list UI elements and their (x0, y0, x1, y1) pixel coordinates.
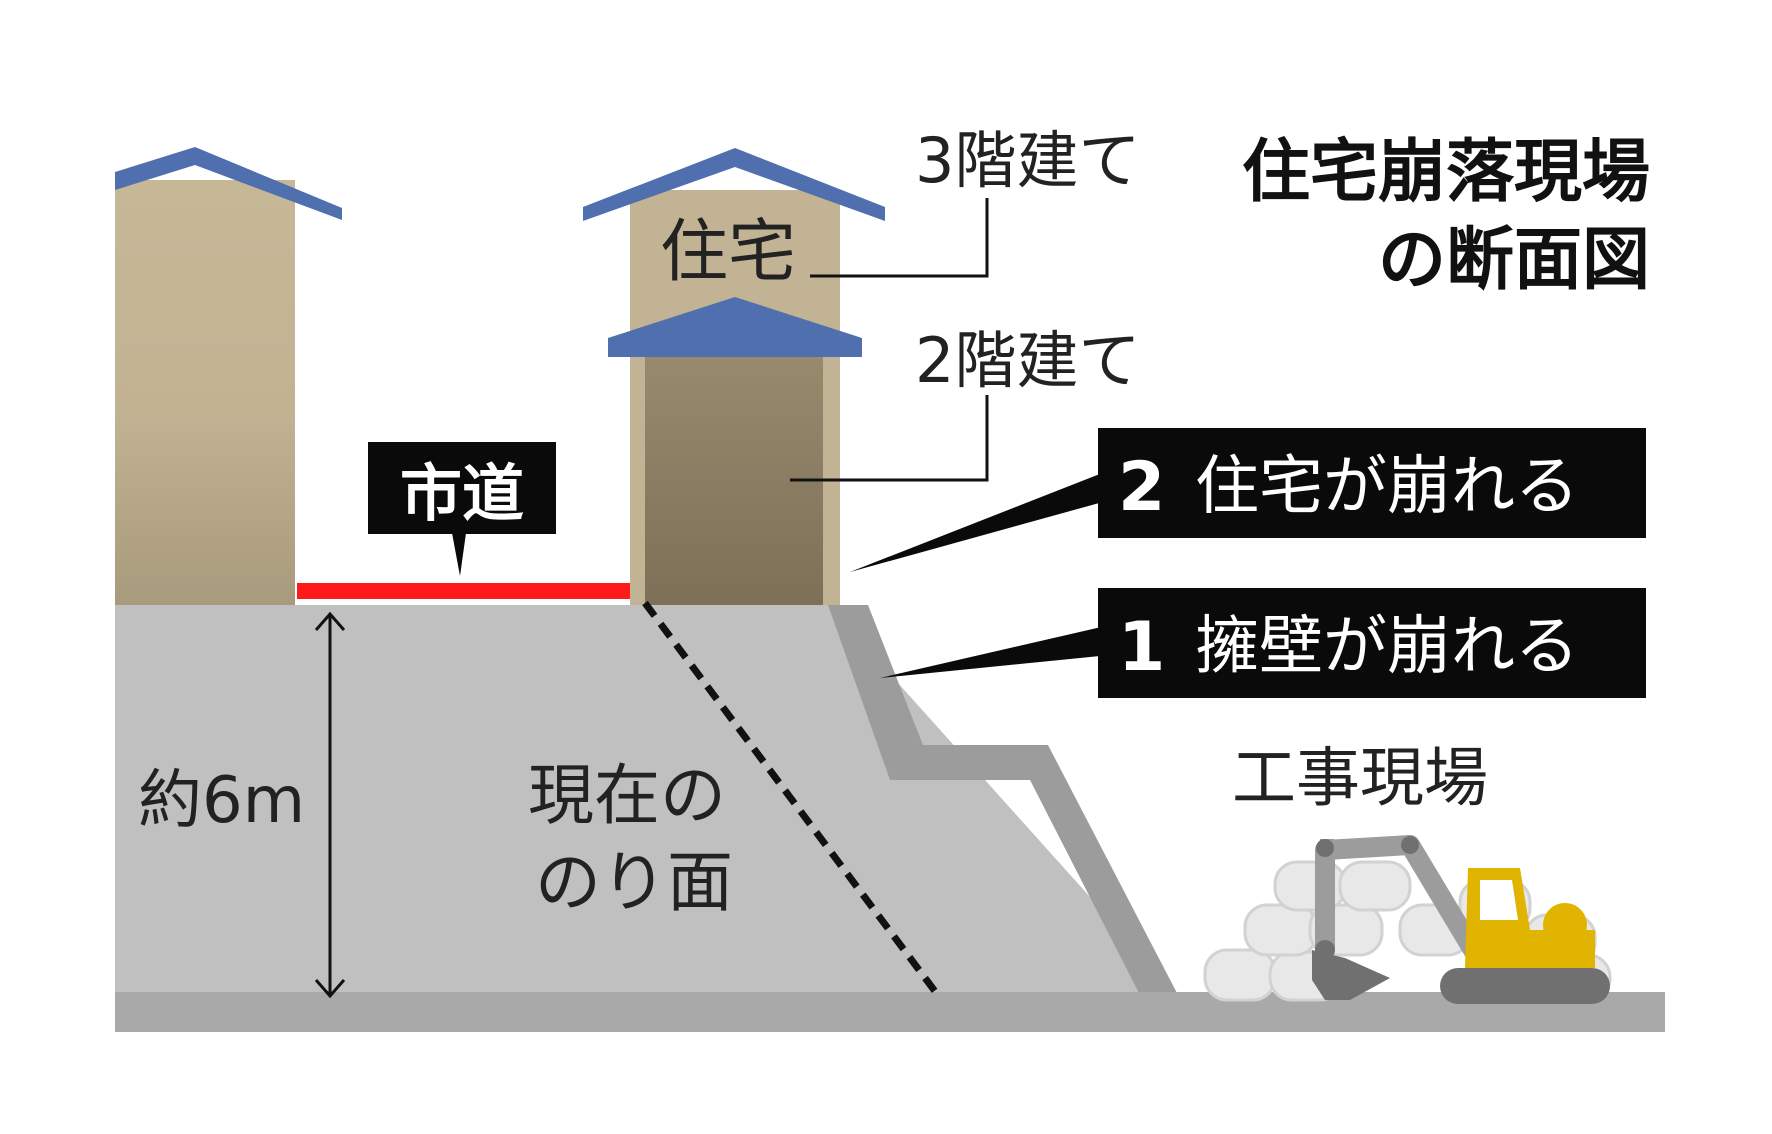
step2-callout-pointer (850, 470, 1110, 572)
height-label: 約6m (138, 764, 305, 838)
step1-text: 擁壁が崩れる (1195, 610, 1579, 684)
three-story-house-roof (583, 148, 885, 221)
excavator-icon (1312, 835, 1610, 1004)
excavator-track (1440, 968, 1610, 1004)
excavator-boom (1315, 835, 1491, 971)
house-label: 住宅 (660, 213, 796, 292)
step2-number: 2 (1118, 448, 1165, 527)
step2-text: 住宅が崩れる (1195, 450, 1579, 524)
city-road-line (297, 583, 630, 599)
two-story-leader (790, 395, 989, 482)
left-house-roof (115, 147, 342, 220)
city-road-label: 市道 (400, 457, 524, 530)
slope-label-line-1: 現在の (528, 757, 726, 834)
left-house-body (115, 180, 295, 605)
three-story-leader (810, 198, 989, 278)
two-story-house-roof (608, 297, 862, 357)
title-line-2: の断面図 (1378, 221, 1650, 300)
height-arrow-bottom (314, 979, 346, 999)
three-story-label: 3階建て (915, 124, 1140, 197)
title-line-1: 住宅崩落現場 (1242, 133, 1650, 212)
base-ground (115, 992, 1665, 1032)
excavator-window (1480, 880, 1518, 920)
height-arrow-top (314, 611, 346, 631)
upper-ground-mass (115, 605, 1178, 1000)
city-road-label-box (368, 442, 556, 534)
construction-site-label: 工事現場 (1232, 742, 1488, 816)
slope-label-line-2: のり面 (535, 844, 733, 921)
current-slope-dashed-line (642, 600, 943, 1001)
step1-callout-pointer (880, 625, 1110, 678)
step1-callout-box (1098, 588, 1646, 698)
excavator-bucket (1312, 950, 1390, 1000)
step1-number: 1 (1118, 608, 1165, 687)
excavator-engine (1543, 903, 1587, 947)
retaining-wall-edge (828, 605, 1178, 995)
two-story-label: 2階建て (915, 324, 1140, 397)
city-road-label-pointer (452, 533, 466, 576)
step2-callout-box (1098, 428, 1646, 538)
